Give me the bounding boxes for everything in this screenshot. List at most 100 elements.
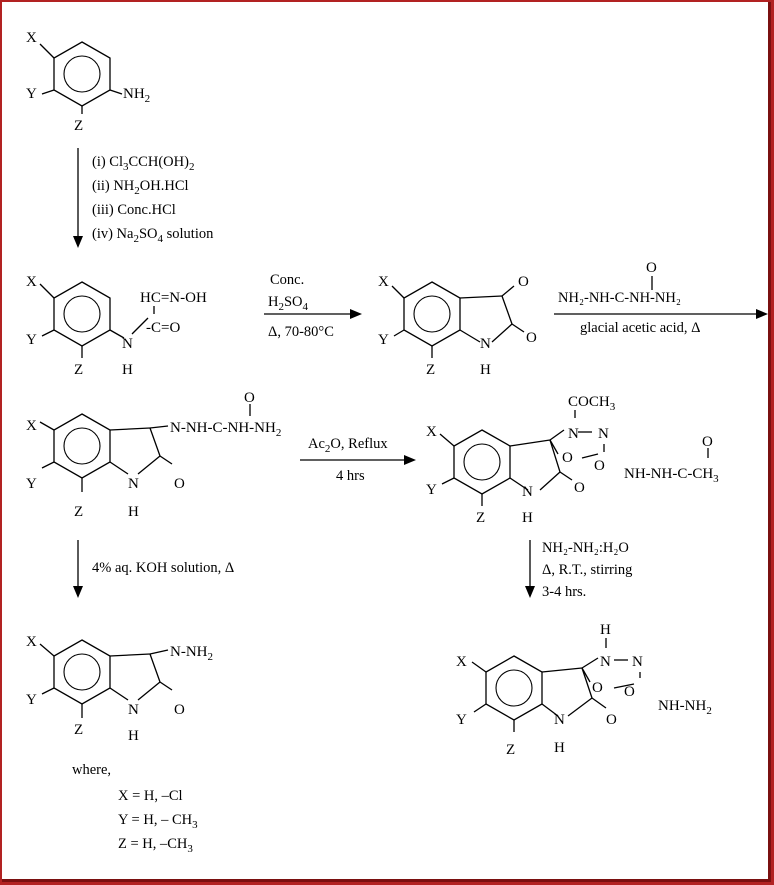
svg-text:3-4 hrs.: 3-4 hrs. xyxy=(542,584,586,600)
substituent-legend: where, X = H, –Cl Y = H, – CH3 Z = H, –C… xyxy=(72,762,198,855)
svg-text:X: X xyxy=(26,634,37,650)
svg-text:glacial acetic acid, Δ: glacial acetic acid, Δ xyxy=(580,320,700,336)
svg-text:Y: Y xyxy=(426,482,437,498)
svg-text:Z = H, –CH3: Z = H, –CH3 xyxy=(118,836,193,855)
svg-text:O: O xyxy=(244,390,255,406)
svg-text:Y: Y xyxy=(456,712,467,728)
svg-text:N-NH2: N-NH2 xyxy=(170,644,213,663)
legend-where: where, xyxy=(72,762,111,778)
svg-text:(iii) Conc.HCl: (iii) Conc.HCl xyxy=(92,202,176,218)
svg-text:O: O xyxy=(594,458,605,474)
svg-text:Y: Y xyxy=(26,332,37,348)
svg-text:N: N xyxy=(122,336,133,352)
svg-text:(ii) NH2OH.HCl: (ii) NH2OH.HCl xyxy=(92,178,189,197)
svg-text:(iv) Na2SO4 solution: (iv) Na2SO4 solution xyxy=(92,226,214,245)
svg-text:N-NH-C-NH-NH2: N-NH-C-NH-NH2 xyxy=(170,420,281,439)
substituent-x-label: X xyxy=(26,30,37,46)
svg-text:O: O xyxy=(526,330,537,346)
svg-text:HC=N-OH: HC=N-OH xyxy=(140,290,207,306)
svg-text:Y: Y xyxy=(378,332,389,348)
svg-text:O: O xyxy=(518,274,529,290)
svg-text:N: N xyxy=(128,702,139,718)
svg-text:O: O xyxy=(592,680,603,696)
svg-text:H: H xyxy=(522,510,533,526)
svg-text:X: X xyxy=(26,274,37,290)
svg-text:Z: Z xyxy=(506,742,515,758)
arrow-step5 xyxy=(73,540,83,598)
conditions-step5: 4% aq. KOH solution, Δ xyxy=(92,560,234,576)
svg-text:X: X xyxy=(426,424,437,440)
svg-text:Ac2O, Reflux: Ac2O, Reflux xyxy=(308,436,388,455)
svg-text:NH₂-NH-C-NH-NH₂: NH₂-NH-C-NH-NH₂ xyxy=(558,290,681,306)
svg-text:N: N xyxy=(568,426,579,442)
arrow-step3 xyxy=(554,309,768,319)
svg-text:O: O xyxy=(562,450,573,466)
svg-text:Z: Z xyxy=(74,362,83,378)
svg-text:H: H xyxy=(554,740,565,756)
svg-text:X: X xyxy=(378,274,389,290)
svg-text:N: N xyxy=(554,712,565,728)
arrow-step4 xyxy=(300,455,416,465)
svg-text:Y: Y xyxy=(26,476,37,492)
svg-text:Conc.: Conc. xyxy=(270,272,304,288)
svg-text:Z: Z xyxy=(476,510,485,526)
svg-text:O: O xyxy=(702,434,713,450)
svg-text:(i) Cl3CCH(OH)2: (i) Cl3CCH(OH)2 xyxy=(92,154,194,173)
svg-text:4 hrs: 4 hrs xyxy=(336,468,365,484)
svg-text:H: H xyxy=(600,622,611,638)
hydrazone-structure: X Y Z N H O N-NH2 xyxy=(26,634,213,744)
svg-text:O: O xyxy=(624,684,635,700)
svg-text:N: N xyxy=(600,654,611,670)
svg-text:N: N xyxy=(632,654,643,670)
svg-text:X: X xyxy=(456,654,467,670)
substituent-y-label: Y xyxy=(26,86,37,102)
svg-text:O: O xyxy=(606,712,617,728)
conditions-step3: O NH₂-NH-C-NH-NH₂ glacial acetic acid, Δ xyxy=(558,260,700,336)
svg-text:Δ, 70-80°C: Δ, 70-80°C xyxy=(268,324,334,340)
svg-text:O: O xyxy=(646,260,657,276)
svg-text:O: O xyxy=(174,476,185,492)
svg-text:COCH3: COCH3 xyxy=(568,394,616,413)
conditions-step2: Conc. H2SO4 Δ, 70-80°C xyxy=(268,272,334,340)
svg-text:NH₂-NH₂:H₂O: NH₂-NH₂:H₂O xyxy=(542,540,629,556)
svg-text:H: H xyxy=(480,362,491,378)
svg-text:Z: Z xyxy=(426,362,435,378)
svg-text:N: N xyxy=(522,484,533,500)
svg-text:H2SO4: H2SO4 xyxy=(268,294,309,313)
conditions-step4: Ac2O, Reflux 4 hrs xyxy=(308,436,388,484)
svg-text:Z: Z xyxy=(74,504,83,520)
svg-text:NH-NH-C-CH3: NH-NH-C-CH3 xyxy=(624,466,719,485)
legend-x: X = H, –Cl xyxy=(118,788,183,804)
arrow-step6 xyxy=(525,540,535,598)
svg-text:O: O xyxy=(574,480,585,496)
spiro-acetyl-structure: COCH3 N N O O X Y Z N H O O NH-NH-C-CH3 xyxy=(426,394,719,526)
svg-text:Δ, R.T., stirring: Δ, R.T., stirring xyxy=(542,562,632,578)
svg-text:Y: Y xyxy=(26,692,37,708)
conditions-step1: (i) Cl3CCH(OH)2 (ii) NH2OH.HCl (iii) Con… xyxy=(92,154,214,245)
spiro-final-structure: H N N O O X Y Z N H O NH-NH2 xyxy=(456,622,712,758)
aniline-structure: X Y Z NH2 xyxy=(26,30,150,134)
svg-text:-C=O: -C=O xyxy=(146,320,180,336)
svg-text:H: H xyxy=(122,362,133,378)
svg-text:N: N xyxy=(598,426,609,442)
svg-text:4% aq. KOH solution, Δ: 4% aq. KOH solution, Δ xyxy=(92,560,234,576)
arrow-step1 xyxy=(73,148,83,248)
substituent-z-label: Z xyxy=(74,118,83,134)
svg-text:N: N xyxy=(128,476,139,492)
svg-text:O: O xyxy=(174,702,185,718)
svg-text:Z: Z xyxy=(74,722,83,738)
svg-text:Y = H, – CH3: Y = H, – CH3 xyxy=(118,812,198,831)
svg-text:NH2: NH2 xyxy=(123,86,150,105)
svg-text:X: X xyxy=(26,418,37,434)
svg-text:N: N xyxy=(480,336,491,352)
svg-text:H: H xyxy=(128,728,139,744)
svg-text:NH-NH2: NH-NH2 xyxy=(658,698,712,717)
conditions-step6: NH₂-NH₂:H₂O Δ, R.T., stirring 3-4 hrs. xyxy=(542,540,632,600)
isonitroso-structure: X Y Z N H HC=N-OH -C=O xyxy=(26,274,207,378)
svg-text:H: H xyxy=(128,504,139,520)
isatin-structure: X Y Z N H O O xyxy=(378,274,537,378)
arrow-step2 xyxy=(264,309,362,319)
semicarbazone-structure: X Y Z N H O O N-NH-C-NH-NH2 xyxy=(26,390,281,520)
